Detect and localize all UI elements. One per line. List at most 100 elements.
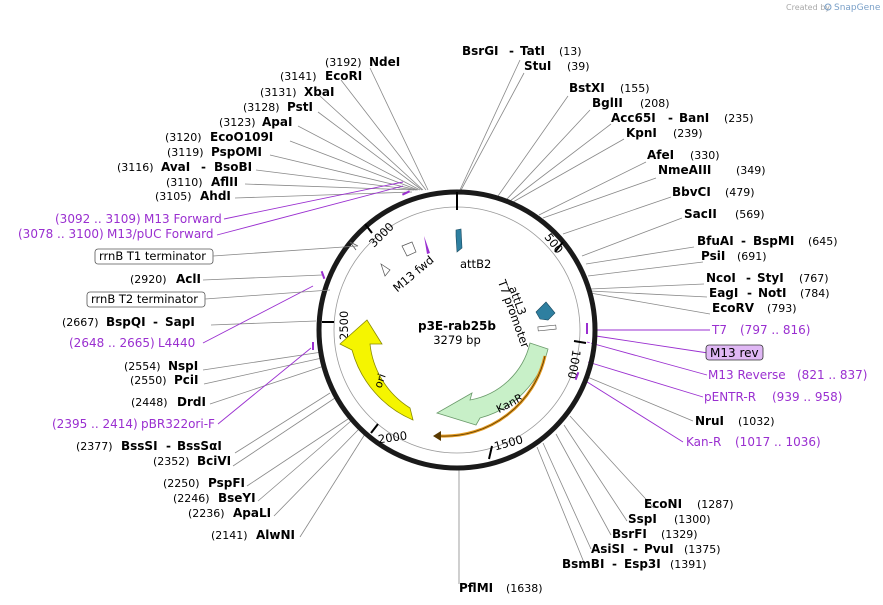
site-pos-sacII: (569) <box>735 208 765 221</box>
primer-name-t7: T7 <box>711 323 727 337</box>
tick-label-2500: 2500 <box>337 311 351 340</box>
primer-name-m13-rev: M13 rev <box>710 346 759 360</box>
site-name-avaI: AvaI <box>161 160 190 174</box>
site-pos-bglII: (208) <box>640 97 670 110</box>
site-name-psiI: PsiI <box>701 249 725 263</box>
m13-forward-primer-mark <box>401 190 411 196</box>
site-pos-bssSI: (2377) <box>76 440 113 453</box>
attB2-feature <box>455 228 463 253</box>
site-name-aflII: AflII <box>211 175 238 189</box>
site-pos-nruI: (1032) <box>738 415 775 428</box>
kan-r-primer-mark <box>574 371 580 381</box>
site-name-pstI: PstI <box>287 100 313 114</box>
leader-lines <box>202 59 711 584</box>
site-name-bssSI: BssSI <box>121 439 158 453</box>
site-name-bsoBI: BsoBI <box>214 160 252 174</box>
t7-promoter-feature <box>537 324 557 332</box>
site-pos-apaLI: (2236) <box>188 507 225 520</box>
site-pos-bspQI: (2667) <box>62 316 99 329</box>
svg-text:-: - <box>741 234 746 248</box>
primer-range-pentr-r: (939 .. 958) <box>772 390 842 404</box>
site-pos-pstI: (3128) <box>243 101 280 114</box>
kanr-primer-arrowhead <box>433 431 441 441</box>
site-pos-xbaI: (3131) <box>260 86 297 99</box>
m13-fwd-primer-mark <box>424 236 430 254</box>
attL3-feature <box>535 301 556 321</box>
primer-range-m13-reverse: (821 .. 837) <box>797 368 867 382</box>
left-site-labels: (3192) NdeI (3141) EcoRI (3131) XbaI (31… <box>62 55 400 542</box>
site-name-stuI: StuI <box>524 59 551 73</box>
site-name-asiSI: AsiSI <box>591 542 625 556</box>
site-name-esp3I: Esp3I <box>624 557 661 571</box>
m13-fwd-arrow <box>380 263 391 277</box>
site-name-eagI: EagI <box>709 286 738 300</box>
site-name-tatI: TatI <box>520 44 545 58</box>
m13-fwd-label: M13 fwd <box>390 253 436 295</box>
site-pos-bbvCI: (479) <box>725 186 755 199</box>
site-pos-bseYI: (2246) <box>173 492 210 505</box>
site-pos-ahdI: (3105) <box>155 190 192 203</box>
site-pos-ecoO109I: (3120) <box>165 131 202 144</box>
site-pos-kpnI: (239) <box>673 127 703 140</box>
primer-leader-lines <box>202 181 710 443</box>
site-name-styI: StyI <box>757 271 784 285</box>
site-name-bspMI: BspMI <box>753 234 794 248</box>
site-pos-acc65I: (235) <box>724 112 754 125</box>
site-pos-sspI: (1300) <box>674 513 711 526</box>
site-pos-ecoRV: (793) <box>767 302 797 315</box>
site-name-bsrGI: BsrGI <box>462 44 499 58</box>
site-pos-pspOMI: (3119) <box>167 146 204 159</box>
site-name-bseYI: BseYI <box>218 491 256 505</box>
plasmid-name: p3E-rab25b <box>418 319 496 333</box>
site-pos-bciVI: (2352) <box>153 455 190 468</box>
site-name-apaLI: ApaLI <box>233 506 271 520</box>
site-pos-pflMI: (1638) <box>506 582 543 595</box>
svg-text:-: - <box>746 271 751 285</box>
site-pos-drdI: (2448) <box>131 396 168 409</box>
site-name-pspOMI: PspOMI <box>211 145 262 159</box>
tick-label-1000: 1000 <box>565 349 584 380</box>
position-ticks <box>322 223 587 460</box>
primer-name-m13-forward: M13 Forward <box>144 212 222 226</box>
site-name-drdI: DrdI <box>177 395 206 409</box>
primer-name-m13-puc-forward: M13/pUC Forward <box>107 227 214 241</box>
site-pos-bsrFI: (1329) <box>661 528 698 541</box>
site-name-pspFI: PspFI <box>208 476 245 490</box>
site-name-ncoI: NcoI <box>706 271 736 285</box>
t7-primer-mark <box>586 323 588 334</box>
primer-range-m13-forward: (3092 .. 3109) <box>55 212 141 226</box>
site-pos-asiSI: (1375) <box>684 543 721 556</box>
primer-name-pbr322ori-f: pBR322ori-F <box>141 417 215 431</box>
primer-name-l4440: L4440 <box>158 336 195 350</box>
site-pos-ncoI: (767) <box>799 272 829 285</box>
site-pos-nmeAIII: (349) <box>736 164 766 177</box>
primer-name-kan-r: Kan-R <box>686 435 721 449</box>
site-name-bciVI: BciVI <box>197 454 231 468</box>
svg-text:-: - <box>633 542 638 556</box>
site-name-pvuI: PvuI <box>644 542 674 556</box>
site-name-bspQI: BspQI <box>106 315 146 329</box>
primer-range-pbr322ori-f: (2395 .. 2414) <box>52 417 138 431</box>
tick-label-2000: 2000 <box>377 428 408 446</box>
site-name-ecoO109I: EcoO109I <box>210 130 273 144</box>
site-name-bsrFI: BsrFI <box>612 527 647 541</box>
site-name-banI: BanI <box>679 111 709 125</box>
site-name-nspI: NspI <box>168 359 198 373</box>
credit-created-by: Created by <box>786 3 830 12</box>
m13-rev-highlight-box <box>705 344 764 361</box>
site-pos-ndeI: (3192) <box>325 56 362 69</box>
site-name-bsmBI: BsmBI <box>562 557 604 571</box>
site-name-bfuAI: BfuAI <box>697 234 734 248</box>
terminator-chevron-1 <box>349 241 359 251</box>
svg-text:-: - <box>747 286 752 300</box>
primer-name-pentr-r: pENTR-R <box>704 390 756 404</box>
primer-name-m13-reverse: M13 Reverse <box>708 368 786 382</box>
site-pos-pciI: (2550) <box>130 374 167 387</box>
rrnb-t1-label: rrnB T1 terminator <box>99 249 206 263</box>
pbr322-primer-mark <box>312 342 314 350</box>
primer-range-t7: (797 .. 816) <box>740 323 810 337</box>
svg-text:-: - <box>509 44 514 58</box>
attB2-label: attB2 <box>460 257 491 271</box>
site-pos-ecoRI: (3141) <box>280 70 317 83</box>
